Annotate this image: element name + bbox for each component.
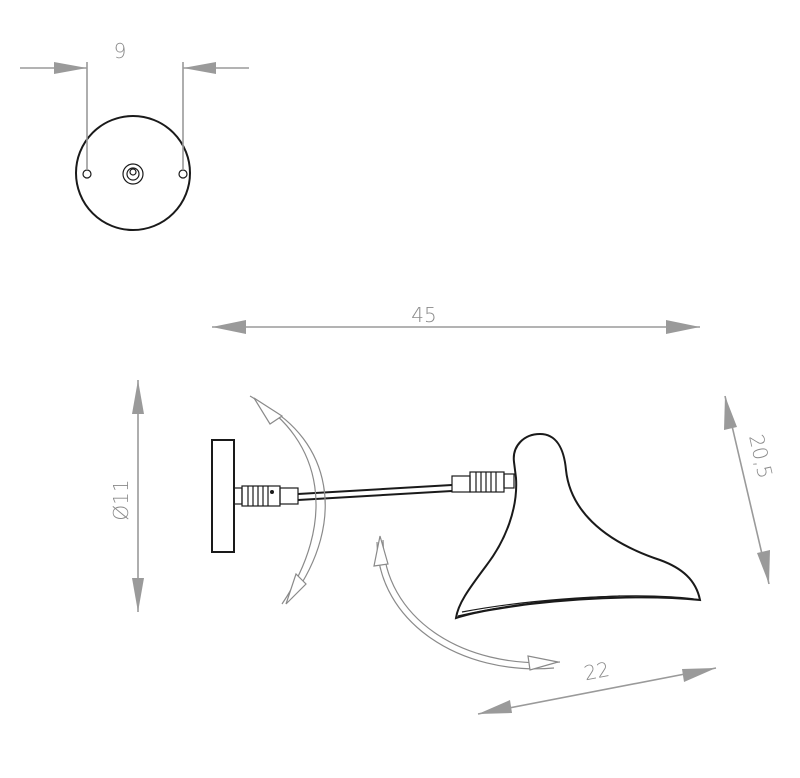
dimension-plate-diameter: Ø11 bbox=[109, 380, 144, 612]
wall-plate-side bbox=[211, 439, 235, 553]
lamp-side-view bbox=[211, 432, 702, 620]
shade-rim-inner bbox=[461, 595, 621, 613]
left-swivel-joint bbox=[241, 485, 299, 507]
dimension-label-45: 45 bbox=[411, 303, 436, 327]
plate-stud bbox=[233, 487, 243, 505]
arm-rod-bottom bbox=[297, 490, 453, 501]
dimension-shade-width: 22 bbox=[477, 657, 717, 715]
dimension-mount-hole-spacing: 9 bbox=[20, 39, 249, 170]
dimension-label-22: 22 bbox=[582, 657, 612, 685]
center-fixture-outer bbox=[122, 163, 144, 185]
dimension-shade-height: 20,5 bbox=[724, 395, 778, 585]
dimension-label-9: 9 bbox=[114, 39, 127, 63]
mounting-plate-front-view bbox=[75, 115, 191, 231]
mounting-plate-circle bbox=[75, 115, 191, 231]
dimension-label-20-5: 20,5 bbox=[744, 432, 777, 481]
center-fixture-inner bbox=[129, 168, 137, 176]
center-fixture-middle bbox=[126, 167, 140, 181]
plate-rotation-arc bbox=[249, 395, 326, 605]
lamp-shade bbox=[454, 432, 702, 620]
arm-rod-top bbox=[297, 484, 453, 495]
dimension-label-diameter-11: Ø11 bbox=[109, 479, 133, 520]
right-swivel-joint bbox=[451, 471, 515, 493]
shade-rotation-arc bbox=[373, 535, 561, 671]
dimension-total-length: 45 bbox=[212, 303, 700, 334]
